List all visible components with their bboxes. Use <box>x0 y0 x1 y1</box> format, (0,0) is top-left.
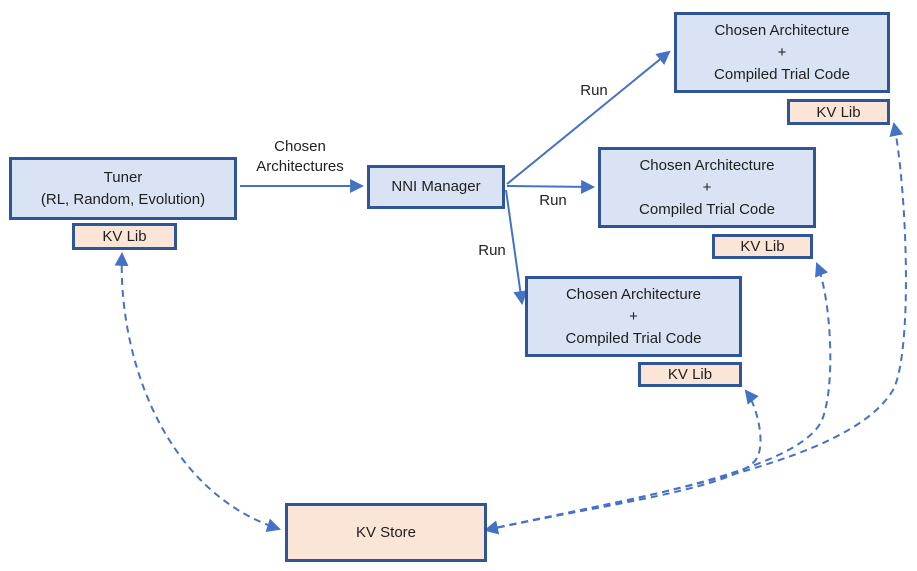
trial-mid-line2: + <box>702 178 712 196</box>
tuner-subtitle: (RL, Random, Evolution) <box>40 190 206 208</box>
arrow-nni-to-trial-mid <box>506 179 596 194</box>
nni-manager-box: NNI Manager <box>367 165 505 209</box>
edge-label-run-top: Run <box>580 82 608 99</box>
trial-top-line1: Chosen Architecture <box>714 21 850 39</box>
nni-manager-label: NNI Manager <box>391 178 481 195</box>
trial-box-top: Chosen Architecture + Compiled Trial Cod… <box>674 12 890 93</box>
trial-top-line3: Compiled Trial Code <box>714 65 850 83</box>
trial-top-kv-lib-label: KV Lib <box>816 103 861 121</box>
trial-mid-kv-lib-label: KV Lib <box>740 238 785 255</box>
edge-label-run-mid: Run <box>539 192 567 209</box>
trial-mid-line1: Chosen Architecture <box>639 156 775 174</box>
dashed-arrow-tuner-kvlib-to-kvstore <box>114 251 281 532</box>
trial-bottom-kv-lib-label: KV Lib <box>667 366 713 383</box>
trial-box-mid: Chosen Architecture + Compiled Trial Cod… <box>598 147 816 228</box>
edge-label-run-bottom: Run <box>478 242 506 259</box>
trial-bottom-line2: + <box>629 307 638 325</box>
edge-label-chosen-architectures: Chosen Architectures <box>256 138 344 175</box>
tuner-kv-lib-badge: KV Lib <box>72 223 177 250</box>
trial-top-kv-lib-badge: KV Lib <box>787 99 890 125</box>
trial-bottom-kv-lib-badge: KV Lib <box>638 362 742 387</box>
tuner-title: Tuner <box>103 168 143 186</box>
kv-store-label: KV Store <box>355 523 417 541</box>
trial-bottom-line3: Compiled Trial Code <box>565 329 702 347</box>
kv-store-box: KV Store <box>285 503 487 562</box>
trial-top-line2: + <box>777 43 787 61</box>
dashed-arrow-kvstore-to-trial-bottom-kvlib <box>483 389 762 535</box>
tuner-box: Tuner (RL, Random, Evolution) <box>9 157 237 220</box>
dashed-arrow-kvstore-to-trial-top-kvlib <box>483 121 907 535</box>
tuner-kv-lib-label: KV Lib <box>102 228 147 245</box>
trial-mid-kv-lib-badge: KV Lib <box>712 234 813 259</box>
trial-mid-line3: Compiled Trial Code <box>639 200 775 218</box>
trial-box-bottom: Chosen Architecture + Compiled Trial Cod… <box>525 276 742 357</box>
trial-bottom-line1: Chosen Architecture <box>565 285 702 303</box>
